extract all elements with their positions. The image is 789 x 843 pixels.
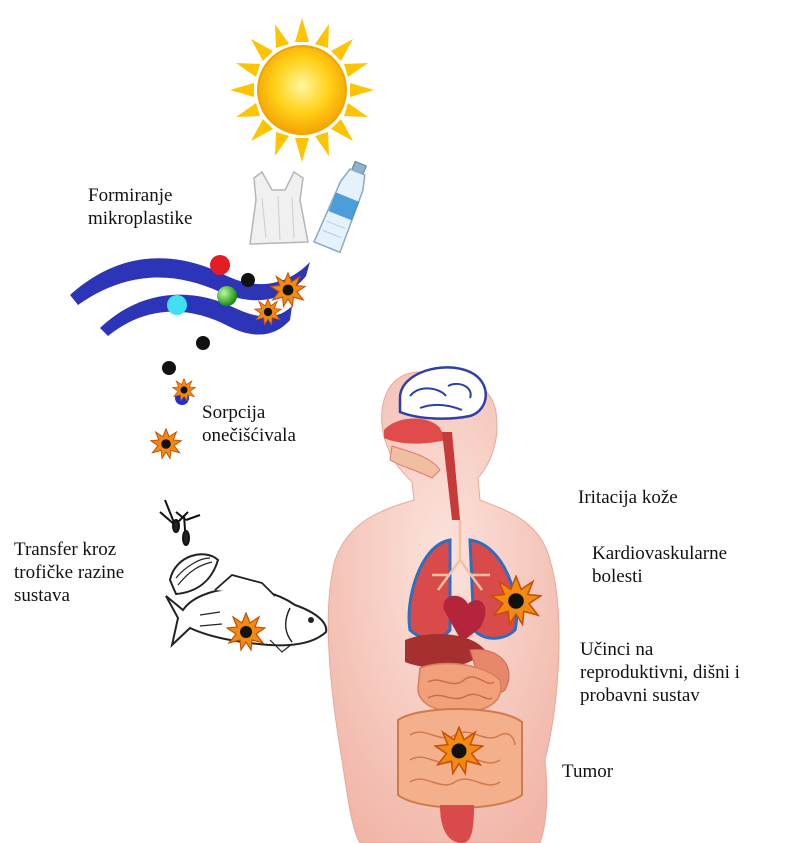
ocean-waves-icon [70, 258, 310, 336]
human-body-icon [328, 367, 559, 843]
sun-icon [230, 18, 374, 162]
plastic-bottle-icon [314, 158, 374, 252]
plastic-bag-icon [250, 172, 308, 244]
label-pollutant-sorption: Sorpcija onečišćivala [202, 401, 296, 447]
label-cardiovascular: Kardiovaskularne bolesti [592, 542, 727, 588]
label-microplastic-formation: Formiranje mikroplastike [88, 184, 192, 230]
label-trophic-transfer: Transfer kroz trofičke razine sustava [14, 538, 124, 607]
label-tumor: Tumor [562, 760, 613, 783]
label-system-effects: Učinci na reproduktivni, dišni i probavn… [580, 638, 740, 707]
zooplankton-icon [160, 500, 200, 545]
mussel-icon [170, 554, 218, 594]
label-skin-irritation: Iritacija kože [578, 486, 678, 509]
